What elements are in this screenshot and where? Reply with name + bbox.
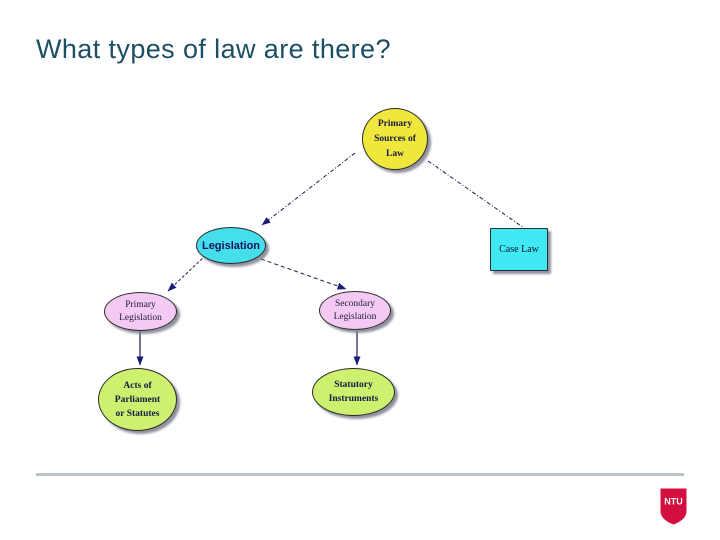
node-primary-legislation: Primary Legislation <box>104 292 177 331</box>
edge-primary-sources-to-legislation <box>261 152 356 226</box>
node-label-line: Legislation <box>119 312 162 323</box>
node-label-line: Legislation <box>201 239 261 252</box>
node-label-line: Law <box>386 148 404 159</box>
node-label-line: Statutory <box>334 380 373 390</box>
edge-primary-sources-to-case-law <box>427 160 525 229</box>
footer-divider <box>36 473 684 476</box>
node-label-line: Parliament <box>114 394 161 405</box>
node-primary-sources-of-law: Primary Sources of Law <box>362 108 428 170</box>
slide-title: What types of law are there? <box>36 34 391 64</box>
ntu-shield-icon <box>660 488 687 525</box>
node-label-line: Legislation <box>333 311 377 322</box>
node-label-line: Primary <box>125 299 156 310</box>
node-label-line: Instruments <box>328 394 379 404</box>
node-legislation: Legislation <box>196 227 266 264</box>
node-label-line: Case Law <box>499 244 539 255</box>
node-label-line: Primary <box>377 118 413 129</box>
node-acts-of-parliament-or-statutes: Acts of Parliament or Statutes <box>98 368 177 431</box>
node-secondary-legislation: Secondary Legislation <box>319 291 391 330</box>
node-label-line: Sources of <box>374 133 416 144</box>
node-case-law: Case Law <box>490 228 548 271</box>
ntu-logo-text: NTU <box>664 497 683 507</box>
node-label-line: Secondary <box>334 298 376 309</box>
edge-legislation-to-secondary-legislation <box>260 258 347 290</box>
node-label-line: or Statutes <box>115 408 160 419</box>
ntu-logo: NTU <box>660 488 687 525</box>
node-statutory-instruments: Statutory Instruments <box>312 368 395 416</box>
node-label-line: Acts of <box>123 380 152 391</box>
edge-legislation-to-primary-legislation <box>167 254 207 292</box>
